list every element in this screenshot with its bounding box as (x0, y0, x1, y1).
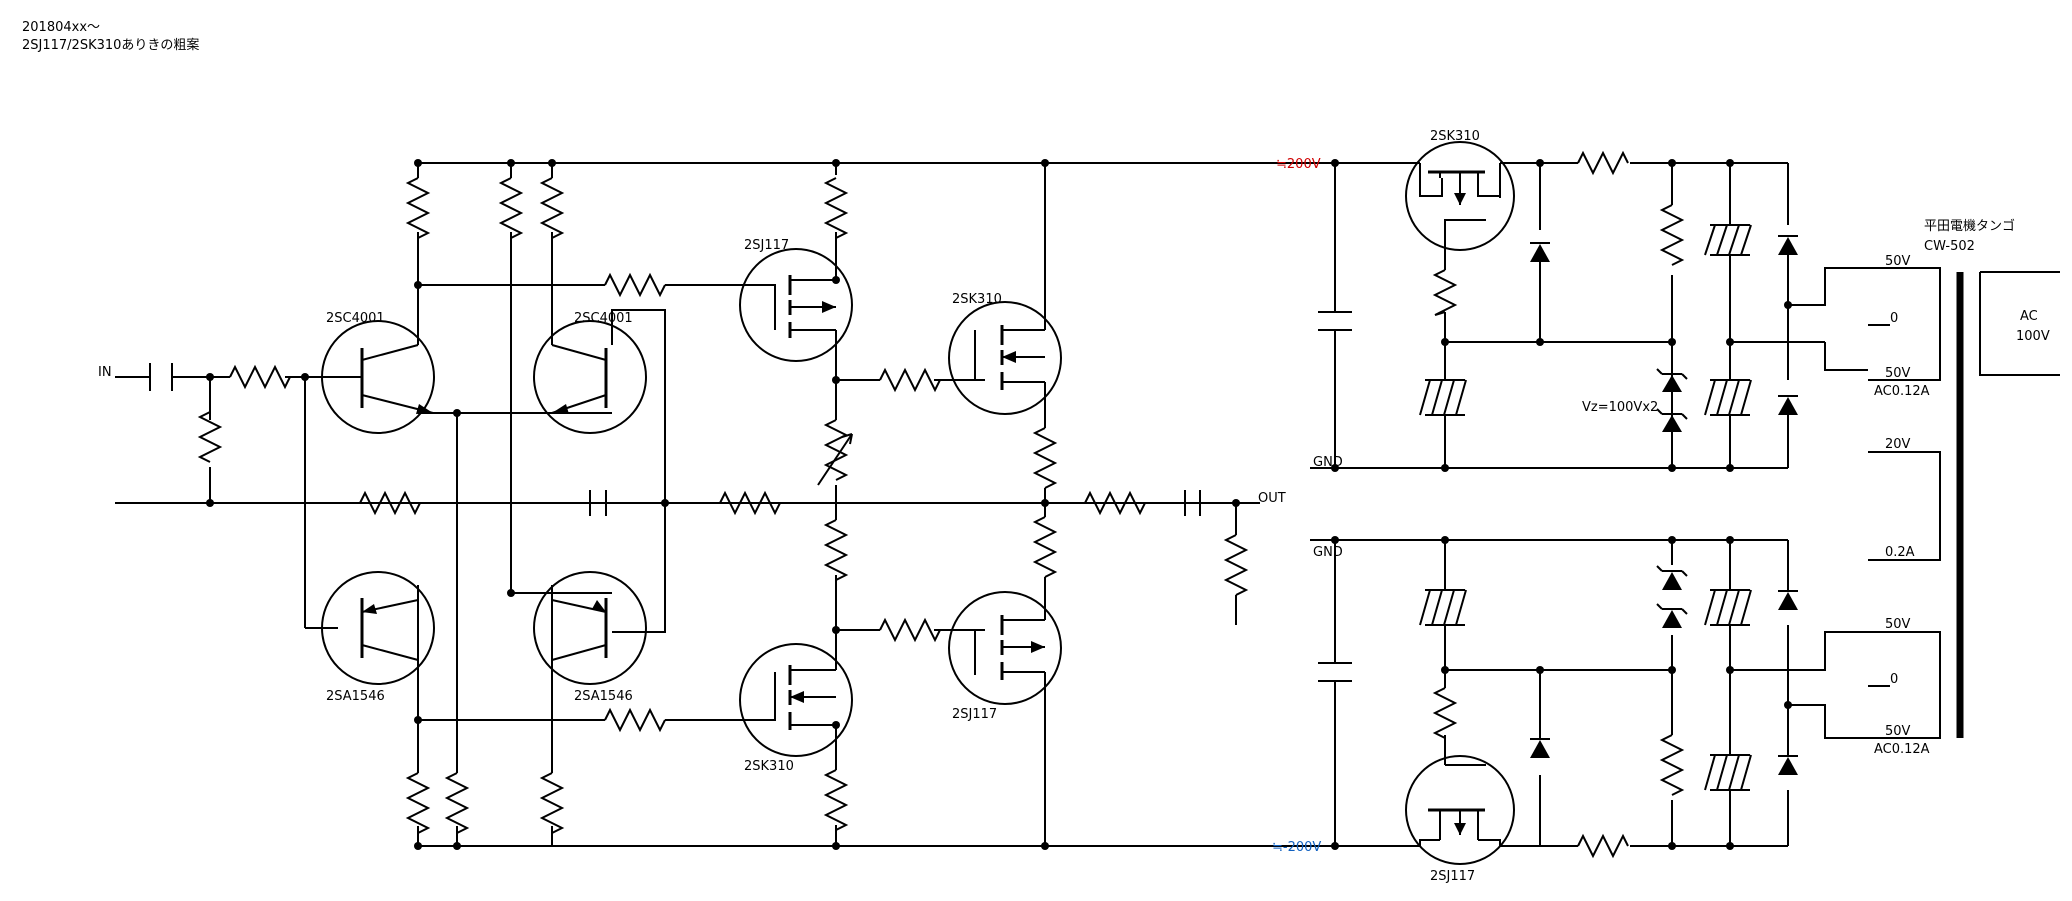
psu-positive-junctions (1331, 159, 1792, 472)
fet-bottom-drive (739, 643, 853, 757)
psu-negative-diodes (1530, 565, 1798, 775)
q2-label: 2SC4001 (574, 311, 633, 326)
sec1-mid: 0 (1890, 311, 1898, 326)
sec2-top: 20V (1885, 437, 1911, 452)
q4-label: 2SA1546 (574, 689, 633, 704)
transformer (1868, 267, 2060, 739)
psu-positive-diodes (1530, 235, 1798, 432)
psu-positive-resistors (1432, 150, 1685, 316)
header-date: 201804xx～ (22, 20, 100, 35)
sec3-mid: 0 (1890, 672, 1898, 687)
primary-label: AC (2020, 309, 2038, 324)
fet-bottom-out (948, 591, 1062, 705)
in-label: IN (98, 365, 112, 380)
psu-positive-gnd-label: GND (1313, 455, 1343, 470)
negative-rail-label: ≒-200V (1272, 840, 1321, 855)
fet-top-out (948, 301, 1062, 415)
fet-bottom-drive-label: 2SK310 (744, 759, 794, 774)
zener-voltage-label: Vz=100Vx2 (1582, 400, 1658, 415)
fet-top-drive-label: 2SJ117 (744, 238, 789, 253)
sec3-bot: 50V (1885, 724, 1911, 739)
psu-positive-wiring (1310, 162, 1868, 469)
q3-transistor (321, 571, 435, 685)
sec1-bot: 50V (1885, 366, 1911, 381)
sec3-current: AC0.12A (1874, 742, 1930, 757)
psu-positive-fet-label: 2SK310 (1430, 129, 1480, 144)
resistors (197, 177, 1249, 834)
psu-negative-wiring (1310, 539, 1868, 847)
header-title: 2SJ117/2SK310ありきの粗案 (22, 38, 199, 53)
transformer-model: CW-502 (1924, 239, 1975, 254)
q3-label: 2SA1546 (326, 689, 385, 704)
q1-label: 2SC4001 (326, 311, 385, 326)
psu-negative-resistors (1432, 687, 1685, 859)
amp-wiring (115, 162, 1335, 847)
fet-top-drive (739, 248, 853, 362)
psu-negative-gnd-label: GND (1313, 545, 1343, 560)
q2-transistor (533, 320, 647, 434)
psu-negative-junctions (1331, 536, 1792, 850)
psu-negative-fet (1405, 755, 1515, 865)
variable-resistor (817, 419, 853, 486)
psu-positive-zeners (1419, 224, 1752, 416)
fet-top-out-label: 2SK310 (952, 292, 1002, 307)
primary-voltage: 100V (2016, 329, 2050, 344)
sec2-bot: 0.2A (1885, 545, 1915, 560)
fet-bottom-out-label: 2SJ117 (952, 707, 997, 722)
psu-negative-fet-label: 2SJ117 (1430, 869, 1475, 884)
sec1-top: 50V (1885, 254, 1911, 269)
sec3-top: 50V (1885, 617, 1911, 632)
amp-junctions (206, 159, 1240, 850)
psu-positive-fet (1405, 141, 1515, 255)
transformer-maker: 平田電機タンゴ (1924, 218, 2015, 234)
q4-transistor (533, 571, 647, 685)
q1-transistor (321, 320, 435, 434)
capacitors (149, 363, 1260, 516)
sec1-current: AC0.12A (1874, 384, 1930, 399)
psu-negative-zeners (1419, 589, 1752, 791)
out-label: OUT (1258, 491, 1286, 506)
positive-rail-label: ≒200V (1276, 157, 1321, 172)
